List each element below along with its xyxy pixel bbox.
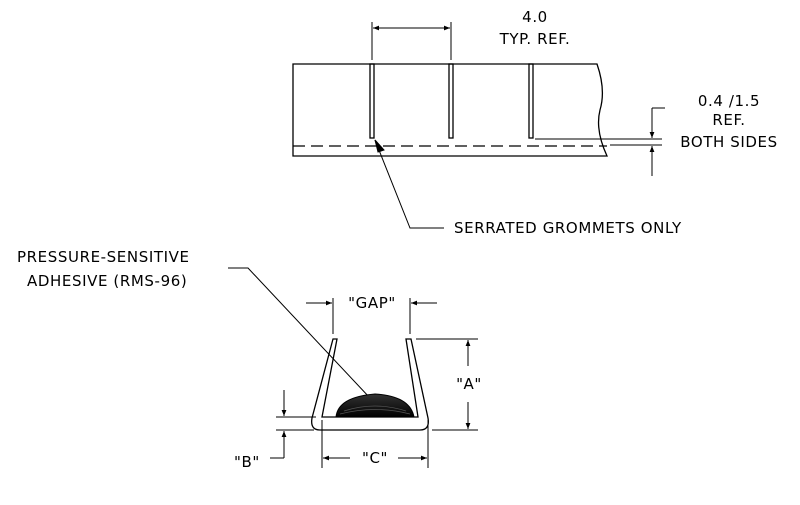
grommet-leader-arrowhead: [374, 139, 385, 153]
strip-top-view: 4.0 TYP. REF. 0.4 /1.5 REF. BOTH SIDES S…: [292, 8, 778, 237]
strip-outline: [292, 63, 609, 157]
grommet-slot-3: [528, 63, 534, 139]
grommet-slot-1: [369, 63, 375, 139]
grommet-leader: [374, 139, 444, 229]
pitch-value: 4.0: [522, 8, 548, 26]
pitch-note: TYP. REF.: [499, 30, 571, 48]
channel-profile: [311, 338, 429, 431]
b-label: "B": [234, 453, 260, 471]
edge-value: 0.4 /1.5: [698, 92, 760, 110]
adhesive-bead-hatching: [339, 405, 411, 415]
adhesive-leader: [228, 267, 371, 399]
adhesive-note-line1: PRESSURE-SENSITIVE: [17, 248, 190, 266]
a-label: "A": [456, 375, 482, 393]
c-label: "C": [362, 449, 388, 467]
channel-section-view: PRESSURE-SENSITIVE ADHESIVE (RMS-96) "GA…: [17, 248, 482, 471]
edge-sides: BOTH SIDES: [680, 133, 778, 151]
gap-label: "GAP": [348, 294, 396, 312]
adhesive-note-line2: ADHESIVE (RMS-96): [27, 272, 187, 290]
adhesive-bead: [335, 393, 415, 418]
grommet-slot-2: [448, 63, 454, 139]
edge-ref: REF.: [712, 111, 745, 129]
grommet-callout: SERRATED GROMMETS ONLY: [454, 219, 682, 237]
